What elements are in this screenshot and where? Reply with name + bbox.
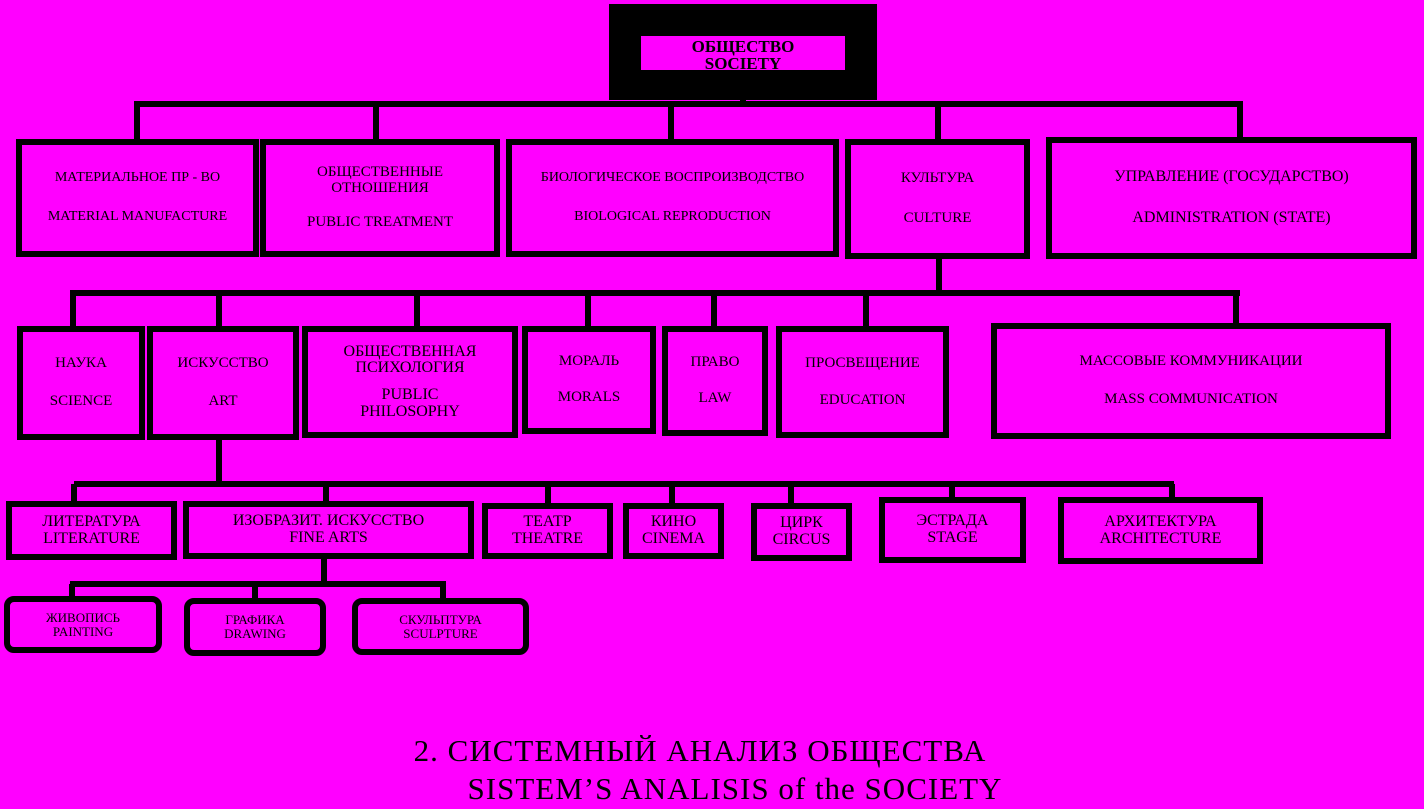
node-label-ru: ЭСТРАДА bbox=[916, 512, 989, 530]
node-label-en: MASS COMMUNICATION bbox=[1104, 391, 1278, 408]
node-circus: ЦИРК CIRCUS bbox=[751, 503, 852, 561]
node-label-ru: ИСКУССТВО bbox=[177, 355, 269, 372]
node-drawing: ГРАФИКА DRAWING bbox=[184, 598, 326, 656]
node-label-en: SCULPTURE bbox=[403, 625, 478, 641]
root-label-ru: ОБЩЕСТВО bbox=[691, 37, 795, 56]
node-painting: ЖИВОПИСЬ PAINTING bbox=[4, 596, 162, 653]
caption-en: SISTEM’S ANALISIS of the SOCIETY bbox=[467, 771, 1003, 806]
node-mass-communication: МАССОВЫЕ КОММУНИКАЦИИ MASS COMMUNICATION bbox=[991, 323, 1391, 439]
node-biological-reproduction: БИОЛОГИЧЕСКОЕ ВОСПРОИЗВОДСТВО BIOLOGICAL… bbox=[506, 139, 839, 257]
node-label-ru: ГРАФИКА bbox=[225, 612, 285, 628]
node-label-en: ARCHITECTURE bbox=[1099, 529, 1222, 547]
node-label-en: CIRCUS bbox=[772, 531, 831, 548]
node-label-en: EDUCATION bbox=[819, 391, 906, 408]
node-literature: ЛИТЕРАТУРА LITERATURE bbox=[6, 501, 177, 560]
root-node-society: ОБЩЕСТВО SOCIETY bbox=[609, 4, 877, 100]
node-label-ru: МАТЕРИАЛЬНОЕ ПР - ВО bbox=[54, 170, 221, 186]
node-label-en: MORALS bbox=[557, 389, 621, 406]
node-morals: МОРАЛЬ MORALS bbox=[522, 326, 656, 434]
node-fine-arts: ИЗОБРАЗИТ. ИСКУССТВО FINE ARTS bbox=[183, 501, 474, 559]
node-label-ru: КИНО bbox=[650, 513, 697, 531]
node-label-ru: ЖИВОПИСЬ bbox=[45, 609, 120, 625]
node-science: НАУКА SCIENCE bbox=[17, 326, 145, 440]
node-label-ru: УПРАВЛЕНИЕ (ГОСУДАРСТВО) bbox=[1114, 168, 1349, 186]
node-label-en: LAW bbox=[698, 390, 732, 407]
node-public-treatment: ОБЩЕСТВЕННЫЕ ОТНОШЕНИЯ PUBLIC TREATMENT bbox=[260, 139, 500, 257]
node-label-ru: ОБЩЕСТВЕННЫЕ ОТНОШЕНИЯ bbox=[317, 164, 443, 196]
node-label-ru: ПРАВО bbox=[690, 353, 740, 370]
node-material-manufacture: МАТЕРИАЛЬНОЕ ПР - ВО MATERIAL MANUFACTUR… bbox=[16, 139, 259, 257]
node-label-ru: ТЕАТР bbox=[523, 513, 572, 531]
caption-ru: 2. СИСТЕМНЫЙ АНАЛИЗ ОБЩЕСТВА bbox=[413, 733, 987, 768]
node-label-en: SCIENCE bbox=[49, 393, 113, 410]
node-label-ru: МАССОВЫЕ КОММУНИКАЦИИ bbox=[1079, 352, 1303, 369]
node-label-en: STAGE bbox=[927, 529, 978, 546]
node-label-en: CINEMA bbox=[641, 530, 706, 547]
node-label-en: DRAWING bbox=[224, 626, 286, 641]
node-label-en: CULTURE bbox=[903, 210, 972, 227]
node-stage: ЭСТРАДА STAGE bbox=[879, 497, 1026, 563]
node-label-en: BIOLOGICAL REPRODUCTION bbox=[574, 209, 771, 225]
node-architecture: АРХИТЕКТУРА ARCHITECTURE bbox=[1058, 497, 1263, 564]
node-label-en: ART bbox=[208, 393, 238, 410]
node-label-ru: МОРАЛЬ bbox=[558, 353, 620, 370]
node-label-en: THEATRE bbox=[511, 530, 584, 547]
node-education: ПРОСВЕЩЕНИЕ EDUCATION bbox=[776, 326, 949, 438]
node-sculpture: СКУЛЬПТУРА SCULPTURE bbox=[352, 598, 529, 655]
node-label-en: PUBLIC TREATMENT bbox=[307, 214, 453, 230]
node-label-en: PAINTING bbox=[52, 623, 114, 639]
node-administration-state: УПРАВЛЕНИЕ (ГОСУДАРСТВО) ADMINISTRATION … bbox=[1046, 137, 1417, 259]
node-label-ru: ИЗОБРАЗИТ. ИСКУССТВО bbox=[232, 512, 425, 530]
root-label: ОБЩЕСТВО SOCIETY bbox=[641, 36, 845, 70]
node-label-ru: ЦИРК bbox=[780, 514, 823, 532]
node-label-ru: АРХИТЕКТУРА bbox=[1104, 512, 1217, 530]
node-label-ru: ЛИТЕРАТУРА bbox=[42, 512, 141, 530]
node-label-en: MATERIAL MANUFACTURE bbox=[47, 209, 228, 225]
node-public-philosophy: ОБЩЕСТВЕННАЯ ПСИХОЛОГИЯ PUBLIC PHILOSOPH… bbox=[302, 326, 518, 438]
node-label-en: ADMINISTRATION (STATE) bbox=[1132, 209, 1331, 227]
node-theatre: ТЕАТР THEATRE bbox=[482, 503, 613, 559]
node-culture: КУЛЬТУРА CULTURE bbox=[845, 139, 1030, 259]
node-art: ИСКУССТВО ART bbox=[147, 326, 299, 440]
diagram-caption: 2. СИСТЕМНЫЙ АНАЛИЗ ОБЩЕСТВА SISTEM’S AN… bbox=[300, 732, 1100, 808]
node-cinema: КИНО CINEMA bbox=[623, 503, 724, 559]
node-label-ru: КУЛЬТУРА bbox=[900, 170, 975, 187]
node-label-ru: БИОЛОГИЧЕСКОЕ ВОСПРОИЗВОДСТВО bbox=[540, 170, 805, 186]
node-label-en: FINE ARTS bbox=[289, 529, 368, 546]
root-label-en: SOCIETY bbox=[704, 54, 782, 70]
node-label-en: PUBLIC PHILOSOPHY bbox=[360, 385, 460, 420]
node-label-ru: ПРОСВЕЩЕНИЕ bbox=[805, 354, 920, 371]
node-law: ПРАВО LAW bbox=[662, 326, 768, 436]
node-label-ru: СКУЛЬПТУРА bbox=[399, 611, 482, 627]
node-label-en: LITERATURE bbox=[43, 529, 140, 547]
node-label-ru: НАУКА bbox=[55, 355, 107, 372]
node-label-ru: ОБЩЕСТВЕННАЯ ПСИХОЛОГИЯ bbox=[343, 342, 477, 377]
